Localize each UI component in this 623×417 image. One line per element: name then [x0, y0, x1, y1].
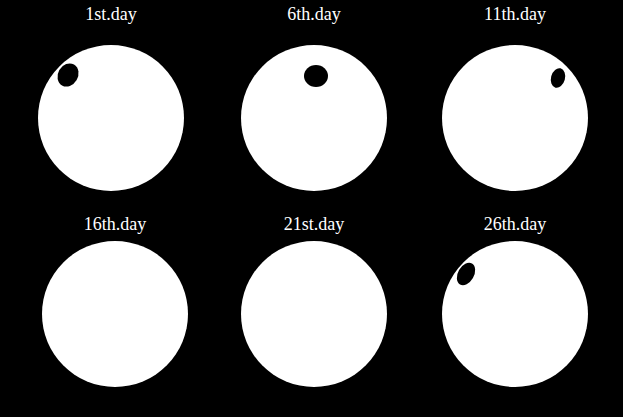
- sunspot: [304, 65, 328, 87]
- day-label: 16th.day: [84, 214, 147, 234]
- day-label: 11th.day: [484, 4, 546, 24]
- sun-disc: [241, 241, 387, 387]
- day-label: 6th.day: [287, 4, 341, 24]
- day-label: 1st.day: [85, 4, 137, 24]
- sunspot: [549, 67, 568, 90]
- sunspot: [53, 60, 82, 91]
- sun-disc: [38, 45, 184, 191]
- sunspot: [453, 260, 479, 289]
- sun-disc: [442, 45, 588, 191]
- sun-disc: [241, 45, 387, 191]
- sun-disc: [42, 241, 188, 387]
- day-label: 21st.day: [284, 214, 345, 234]
- sun-disc: [442, 241, 588, 387]
- day-label: 26th.day: [484, 214, 547, 234]
